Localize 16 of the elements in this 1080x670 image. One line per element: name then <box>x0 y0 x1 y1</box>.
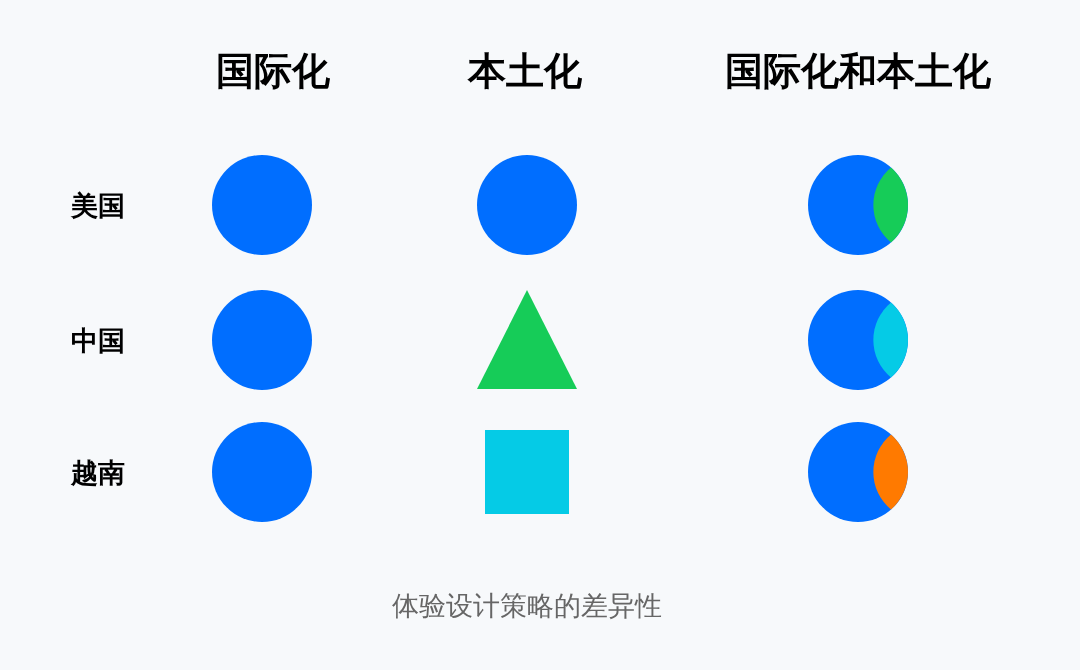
row-heading: 越南 <box>71 456 125 488</box>
row-heading: 中国 <box>71 324 125 356</box>
column-heading: 国际化和本土化 <box>725 50 991 94</box>
caption: 体验设计策略的差异性 <box>392 589 662 621</box>
square-mark <box>485 430 569 514</box>
circle-mark <box>477 155 577 255</box>
circle-mark <box>212 155 312 255</box>
triangle-mark <box>477 290 577 390</box>
split-circle-mark <box>808 422 908 522</box>
circle-mark <box>212 422 312 522</box>
column-heading: 本土化 <box>468 50 582 94</box>
row-heading: 美国 <box>71 189 125 221</box>
split-circle-mark <box>808 290 908 390</box>
column-heading: 国际化 <box>216 50 330 94</box>
split-circle-mark <box>808 155 908 255</box>
circle-mark <box>212 290 312 390</box>
